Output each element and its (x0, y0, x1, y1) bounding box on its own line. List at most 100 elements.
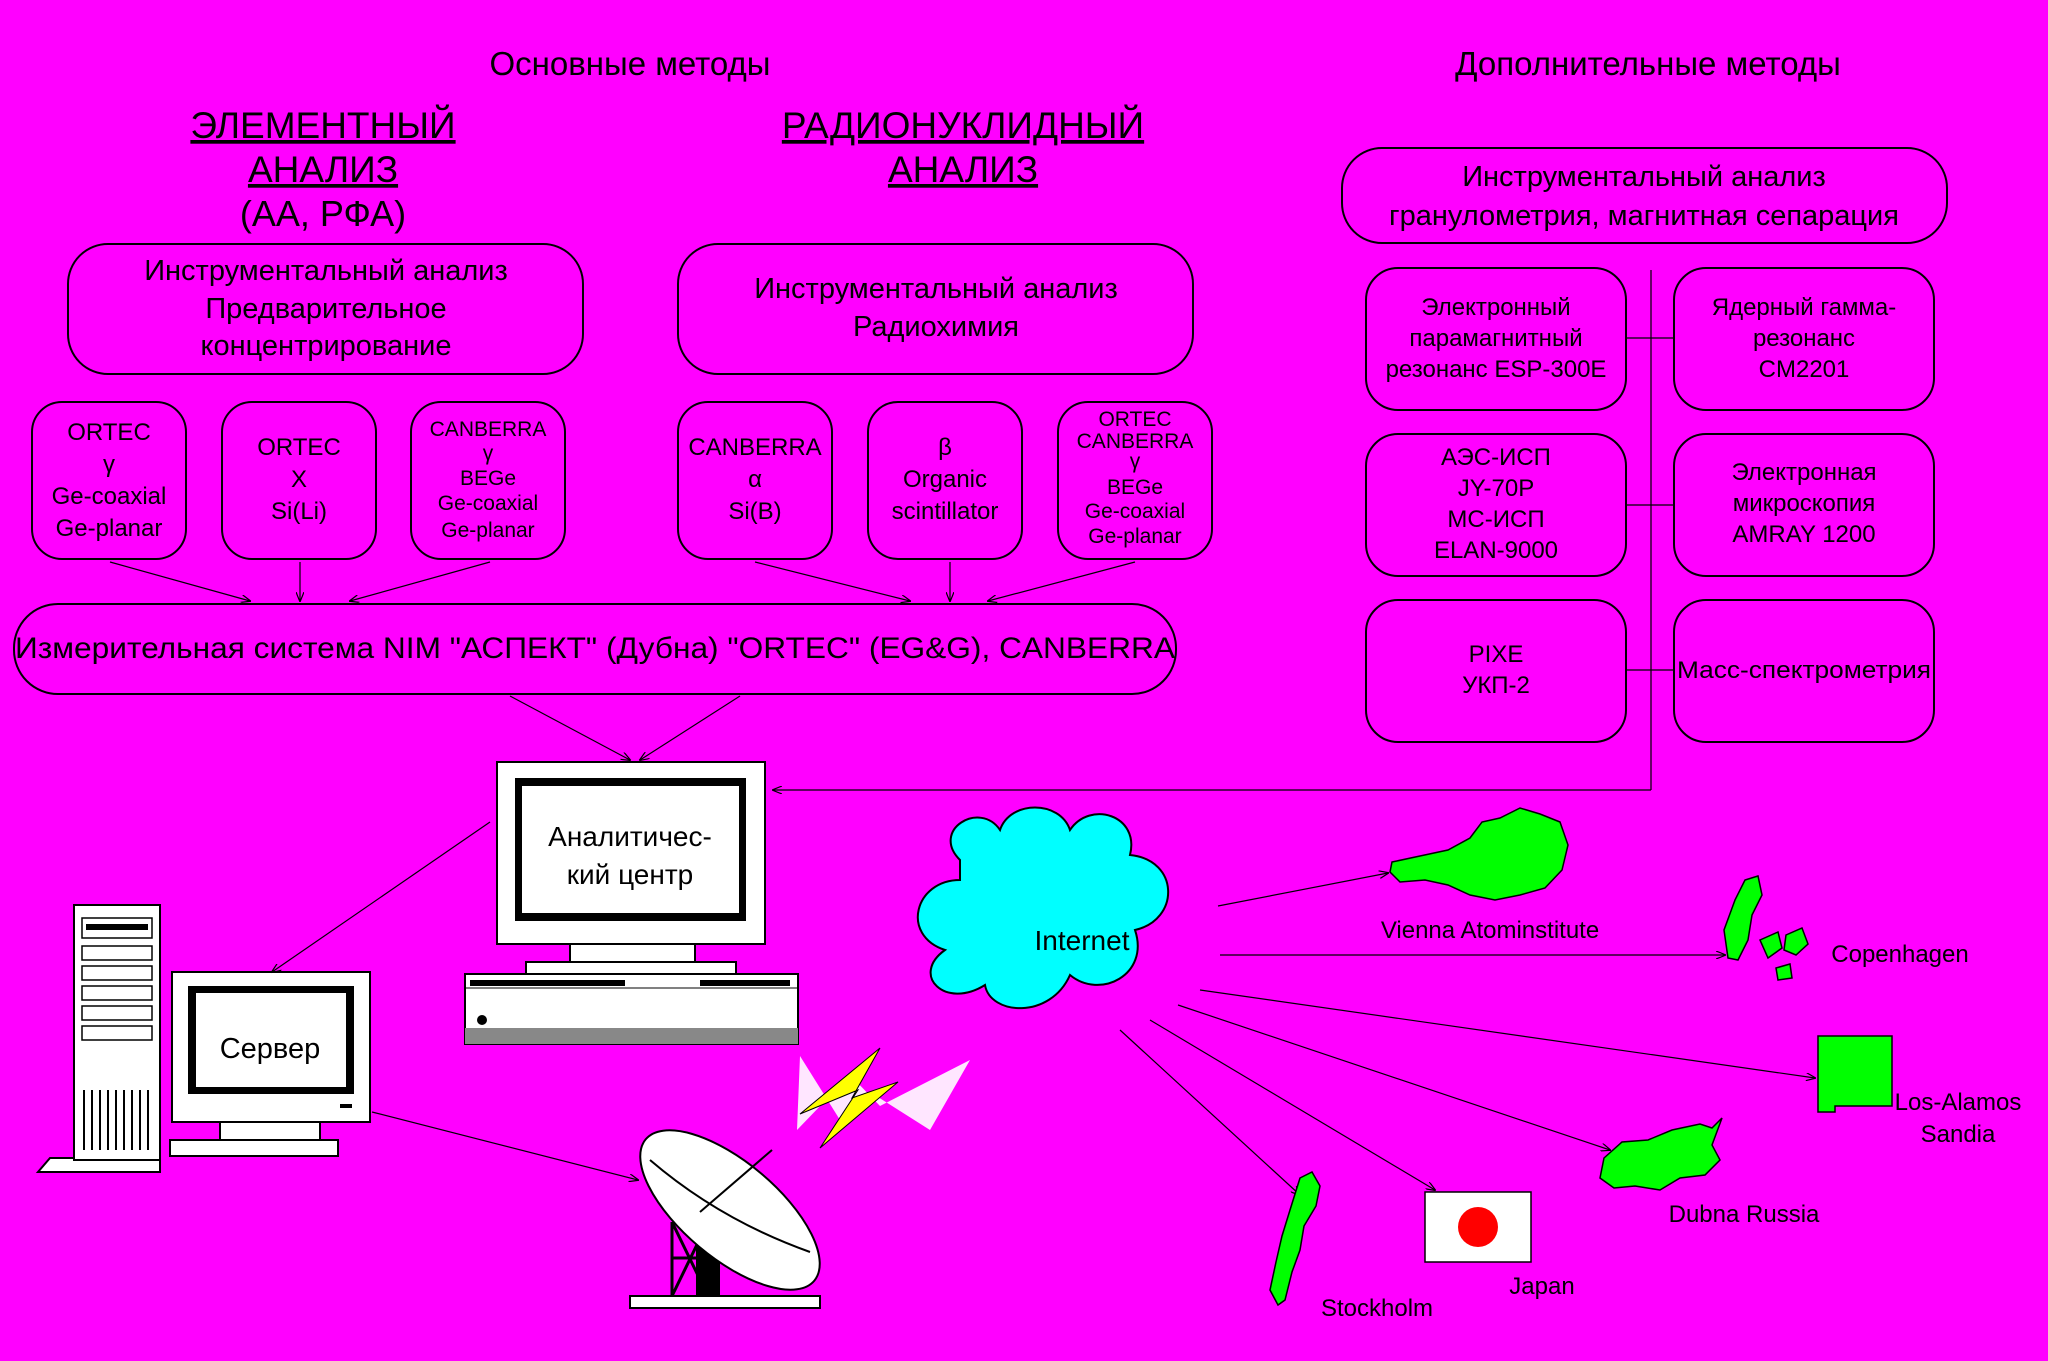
internet-label: Internet (1035, 925, 1130, 956)
detector-line: Si(B) (728, 498, 781, 525)
method-line: резонанс (1753, 325, 1855, 352)
measurement-system-box: Измерительная система NIM "АСПЕКТ" (Дубн… (13, 603, 1177, 695)
detector-beta-scintillator: β Organic scintillator (867, 401, 1023, 560)
analytic-center-computer: Аналитичес- кий центр (464, 761, 799, 1045)
method-line: микроскопия (1733, 490, 1876, 517)
detector-line: Ge-planar (441, 519, 534, 542)
method-line: JY-70P (1458, 475, 1535, 502)
stockholm-label: Stockholm (1321, 1295, 1433, 1322)
elemental-title-line2: АНАЛИЗ (248, 149, 398, 190)
method-line: Электронный (1421, 294, 1570, 321)
internet-cloud-icon: Internet (916, 806, 1170, 1010)
method-line: Электронная (1731, 459, 1876, 486)
radionuclide-box-line2: Радиохимия (853, 311, 1019, 343)
elemental-box-line2: Предварительное (205, 293, 446, 325)
detector-ortec-canberra-gamma: ORTEC CANBERRA γ BEGe Ge-coaxial Ge-plan… (1057, 401, 1213, 560)
radionuclide-title-line2: АНАЛИЗ (888, 149, 1038, 190)
los-alamos-label: Los-Alamos (1895, 1089, 2022, 1116)
elemental-box-line3: концентрирование (200, 330, 451, 362)
method-line: парамагнитный (1409, 325, 1582, 352)
detector-line: ORTEC (67, 419, 151, 446)
method-line: УКП-2 (1462, 672, 1530, 699)
measurement-system-label: Измерительная система NIM "АСПЕКТ" (Дубн… (15, 632, 1175, 665)
detector-canberra-alpha: CANBERRA α Si(B) (677, 401, 833, 560)
detector-line: ORTEC (257, 434, 341, 461)
copenhagen-label: Copenhagen (1831, 941, 1968, 968)
method-line: Ядерный гамма- (1712, 294, 1897, 321)
method-line: МС-ИСП (1447, 506, 1544, 533)
detector-ortec-gamma: ORTEC γ Ge-coaxial Ge-planar (31, 401, 187, 560)
main-methods-heading: Основные методы (489, 45, 770, 82)
detector-line: Ge-coaxial (1085, 500, 1185, 523)
detector-arrows (109, 561, 1136, 601)
elemental-subtitle: (АА, РФА) (240, 193, 406, 234)
detector-line: ORTEC (1098, 408, 1171, 431)
detector-line: γ (1130, 450, 1141, 473)
detector-line: X (291, 466, 307, 493)
additional-methods-heading: Дополнительные методы (1455, 45, 1841, 82)
elemental-title-line1: ЭЛЕМЕНТНЫЙ (190, 104, 455, 146)
sweden-map-icon (1269, 1171, 1321, 1307)
japan-label: Japan (1509, 1273, 1574, 1300)
russia-map-icon (1599, 1117, 1723, 1191)
detector-line: Ge-planar (1088, 525, 1181, 548)
server-monitor: Сервер (169, 971, 371, 1157)
detector-ortec-x: ORTEC X Si(Li) (221, 401, 377, 560)
detector-line: γ (483, 442, 494, 465)
method-icp: АЭС-ИСП JY-70P МС-ИСП ELAN-9000 (1365, 433, 1627, 577)
additional-instrumental-box: Инструментальный анализ гранулометрия, м… (1341, 147, 1948, 244)
radionuclide-box-line1: Инструментальный анализ (754, 273, 1118, 305)
measurement-arrows (509, 695, 741, 760)
austria-map-icon (1389, 807, 1569, 901)
radionuclide-title-line1: РАДИОНУКЛИДНЫЙ (782, 104, 1144, 146)
detector-line: Ge-coaxial (52, 483, 167, 510)
additional-box-line2: гранулометрия, магнитная сепарация (1389, 200, 1899, 232)
additional-box-line1: Инструментальный анализ (1462, 161, 1826, 193)
denmark-map-icon (1723, 875, 1809, 981)
new-mexico-map-icon (1817, 1035, 1893, 1113)
method-line: CM2201 (1759, 356, 1850, 383)
additional-connectors (773, 270, 1674, 790)
method-nuclear-gamma: Ядерный гамма- резонанс CM2201 (1673, 267, 1935, 411)
detector-line: α (748, 466, 762, 493)
server-label: Сервер (220, 1033, 321, 1065)
detector-line: BEGe (1107, 476, 1163, 499)
method-line: АЭС-ИСП (1441, 444, 1551, 471)
apple-logo-icon (477, 1015, 487, 1025)
detector-line: BEGe (460, 467, 516, 490)
method-line: ELAN-9000 (1434, 537, 1558, 564)
server-tower (35, 904, 161, 1173)
vienna-label: Vienna Atominstitute (1381, 917, 1599, 944)
method-line: резонанс ESP-300E (1386, 356, 1607, 383)
detector-line: scintillator (892, 498, 999, 525)
sandia-label: Sandia (1921, 1121, 1996, 1148)
detector-line: CANBERRA (688, 434, 821, 461)
detector-line: Organic (903, 466, 987, 493)
analytic-center-label-line2: кий центр (567, 859, 693, 890)
method-line: PIXE (1469, 641, 1524, 668)
radionuclide-instrumental-box: Инструментальный анализ Радиохимия (677, 243, 1194, 375)
satellite-dish-icon (629, 1129, 821, 1309)
method-epr: Электронный парамагнитный резонанс ESP-3… (1365, 267, 1627, 411)
network-arrows (1119, 873, 1815, 1195)
elemental-instrumental-box: Инструментальный анализ Предварительное … (67, 243, 584, 375)
analytic-center-label-line1: Аналитичес- (548, 821, 712, 852)
method-pixe: PIXE УКП-2 (1365, 599, 1627, 743)
detector-line: γ (103, 451, 115, 478)
dubna-label: Dubna Russia (1669, 1201, 1820, 1228)
server-arrows (272, 821, 638, 1180)
detector-line: Ge-planar (56, 515, 163, 542)
wireless-lightning-icon (797, 1047, 970, 1149)
detector-line: Ge-coaxial (438, 492, 538, 515)
detector-line: Si(Li) (271, 498, 327, 525)
japan-flag-icon (1424, 1191, 1532, 1263)
detector-line: CANBERRA (430, 418, 547, 441)
detector-canberra-gamma: CANBERRA γ BEGe Ge-coaxial Ge-planar (410, 401, 566, 560)
elemental-box-line1: Инструментальный анализ (144, 255, 508, 287)
method-line: AMRAY 1200 (1732, 521, 1875, 548)
detector-line: β (938, 434, 952, 461)
method-electron-microscopy: Электронная микроскопия AMRAY 1200 (1673, 433, 1935, 577)
detector-line: CANBERRA (1077, 430, 1194, 453)
method-mass-spectrometry: Масс-спектрометрия (1673, 599, 1935, 743)
